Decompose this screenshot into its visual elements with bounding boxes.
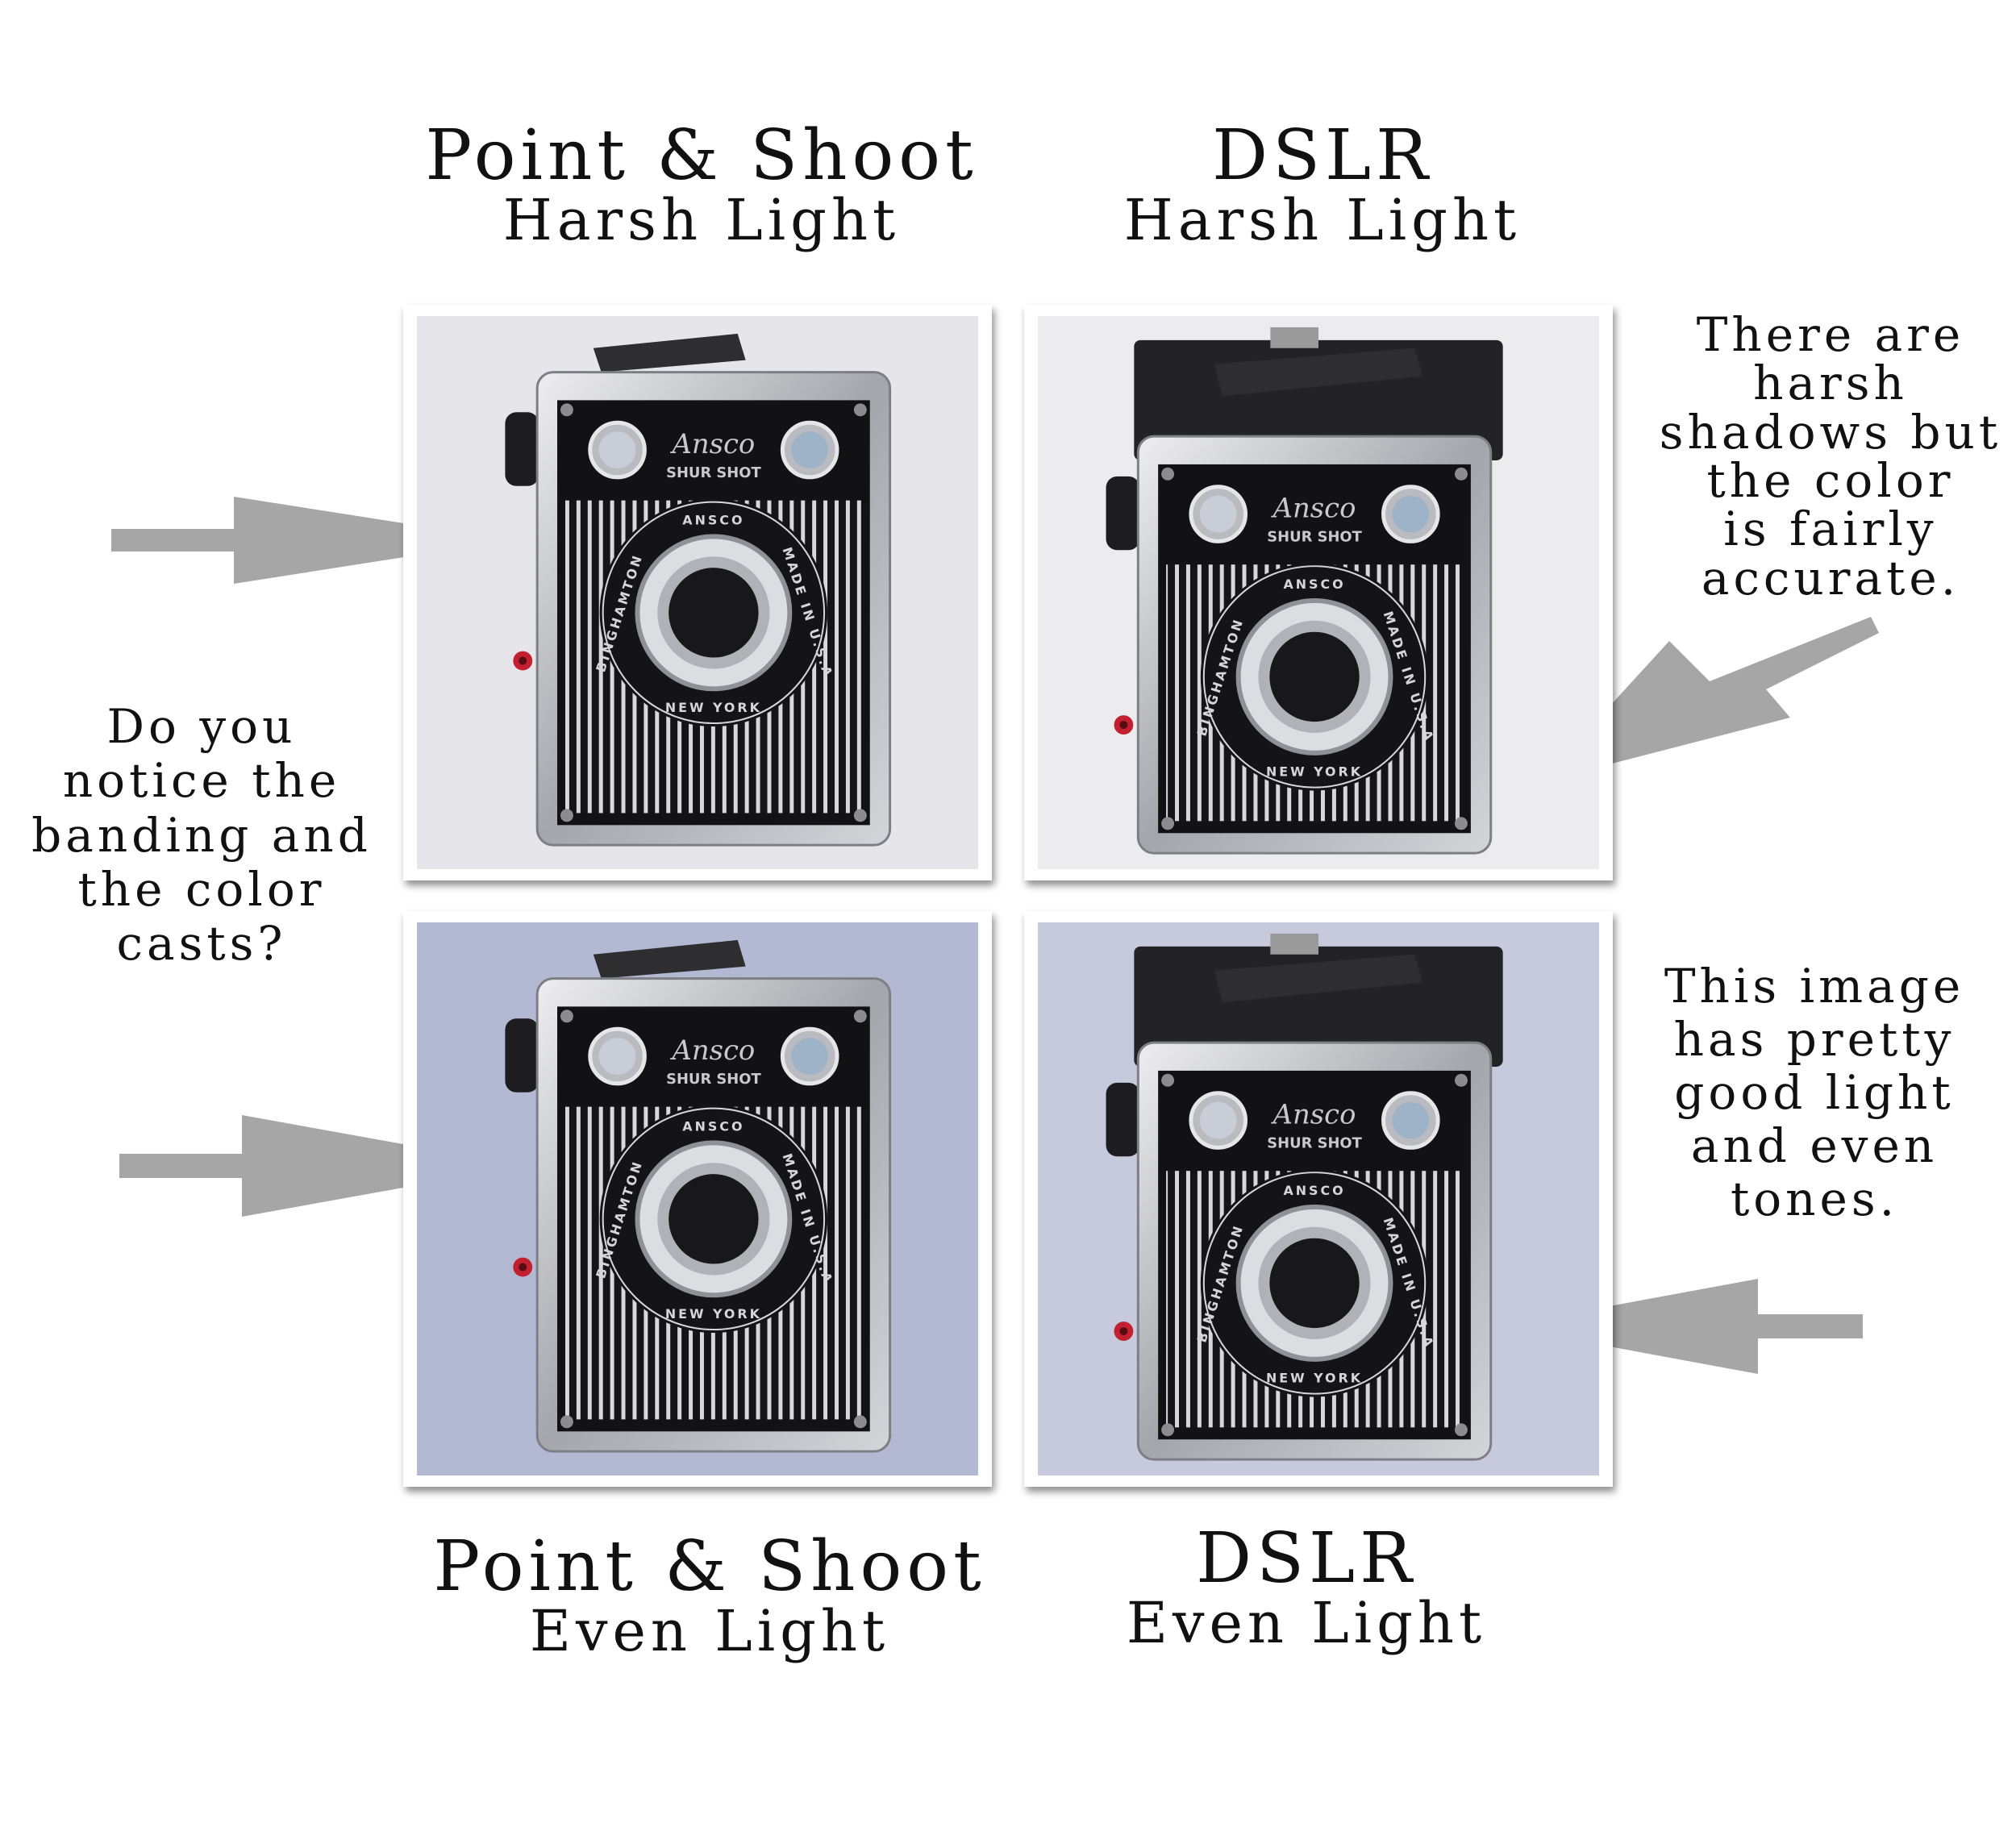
note-left: Do you notice the banding and the color … xyxy=(16,699,387,972)
heading-title: DSLR xyxy=(1212,115,1433,196)
heading-subtitle: Harsh Light xyxy=(1123,186,1522,253)
svg-text:Ansco: Ansco xyxy=(1271,493,1356,524)
heading-point-shoot-harsh: Point & Shoot Harsh Light xyxy=(403,115,1000,253)
heading-subtitle: Even Light xyxy=(529,1597,890,1664)
heading-point-shoot-even: Point & Shoot Even Light xyxy=(403,1526,1016,1664)
heading-title: Point & Shoot xyxy=(425,115,978,196)
svg-text:Ansco: Ansco xyxy=(1271,1099,1356,1130)
svg-text:ANSCO: ANSCO xyxy=(682,1118,744,1134)
note-line: tones. xyxy=(1730,1172,1899,1227)
heading-title: DSLR xyxy=(1196,1518,1417,1599)
note-line: This image xyxy=(1664,959,1965,1013)
note-line: accurate. xyxy=(1701,550,1960,606)
svg-text:ANSCO: ANSCO xyxy=(682,512,744,527)
arrow-down-left-icon xyxy=(1540,617,1879,782)
heading-subtitle: Even Light xyxy=(1126,1589,1487,1656)
note-bottom-right: This image has pretty good light and eve… xyxy=(1637,959,1992,1226)
arrow-right-icon xyxy=(119,1115,524,1217)
svg-text:Ansco: Ansco xyxy=(669,1034,755,1066)
heading-dslr-even: DSLR Even Light xyxy=(1008,1518,1605,1656)
note-line: harsh xyxy=(1753,356,1908,411)
note-line: Do you xyxy=(106,699,297,754)
heading-title: Point & Shoot xyxy=(433,1526,986,1607)
svg-text:SHUR SHOT: SHUR SHOT xyxy=(1267,528,1362,545)
heading-subtitle: Harsh Light xyxy=(502,186,901,253)
note-line: notice the xyxy=(62,753,341,809)
note-top-right: There are harsh shadows but the color is… xyxy=(1645,310,2016,602)
arrow-left-icon xyxy=(1500,1279,1863,1374)
note-line: is fairly xyxy=(1723,502,1938,557)
svg-text:Ansco: Ansco xyxy=(669,428,755,460)
note-line: shadows but xyxy=(1659,404,2002,460)
note-line: and even xyxy=(1690,1118,1939,1174)
svg-text:SHUR SHOT: SHUR SHOT xyxy=(666,1071,761,1088)
note-line: has pretty xyxy=(1673,1012,1956,1068)
svg-text:SHUR SHOT: SHUR SHOT xyxy=(666,464,761,481)
svg-text:NEW YORK: NEW YORK xyxy=(665,1306,762,1321)
note-line: casts? xyxy=(116,916,287,972)
svg-text:NEW YORK: NEW YORK xyxy=(1266,764,1363,780)
svg-text:SHUR SHOT: SHUR SHOT xyxy=(1267,1134,1362,1151)
note-line: good light xyxy=(1674,1065,1955,1121)
svg-text:NEW YORK: NEW YORK xyxy=(1266,1371,1363,1386)
svg-text:NEW YORK: NEW YORK xyxy=(665,700,762,715)
note-line: There are xyxy=(1696,307,1965,362)
note-line: banding and xyxy=(31,807,372,863)
note-line: the color xyxy=(77,861,326,917)
heading-dslr-harsh: DSLR Harsh Light xyxy=(1024,115,1621,253)
svg-text:ANSCO: ANSCO xyxy=(1283,1183,1345,1198)
svg-text:ANSCO: ANSCO xyxy=(1283,576,1345,592)
arrow-right-icon xyxy=(111,497,512,584)
note-line: the color xyxy=(1706,452,1955,508)
